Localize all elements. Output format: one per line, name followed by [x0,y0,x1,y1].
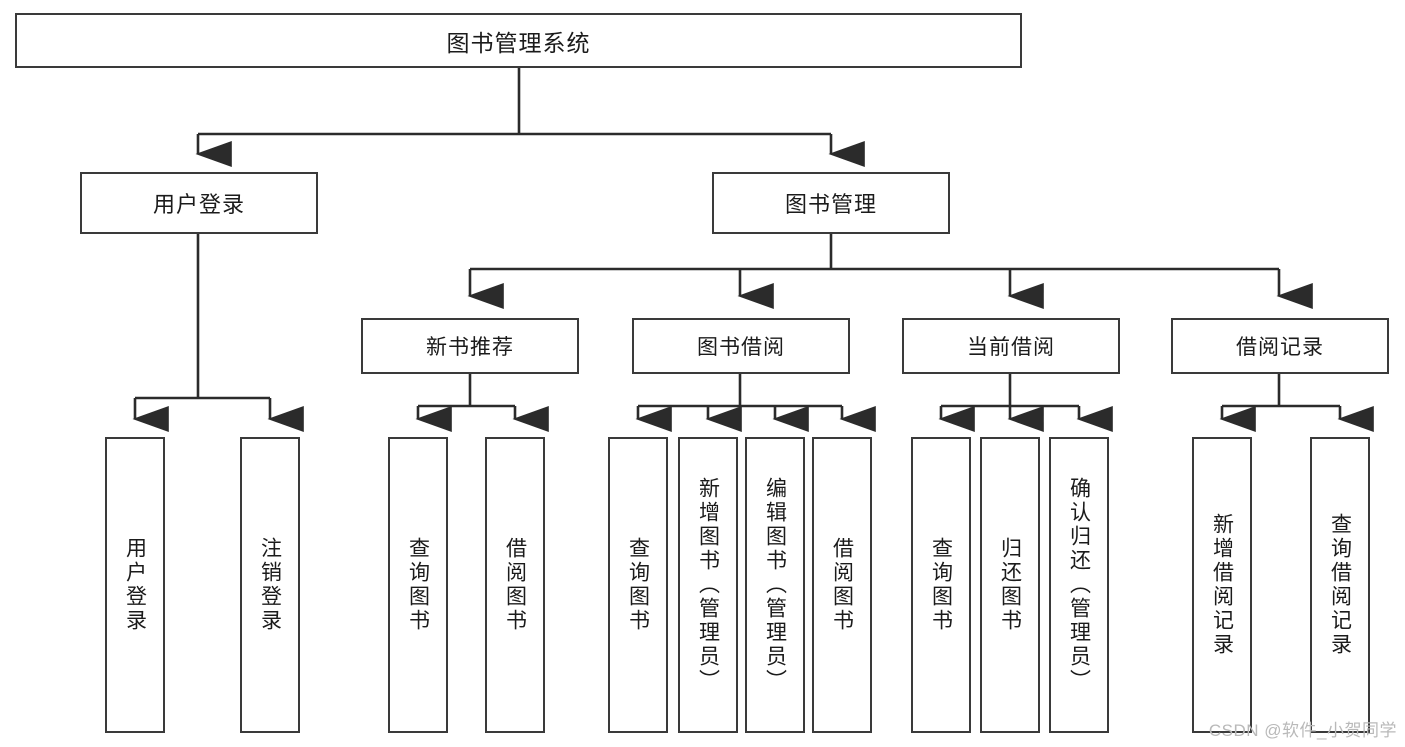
node-label: 查询图书 [406,537,430,633]
node-borrow-record[interactable]: 借阅记录 [1171,318,1389,374]
node-label: 借阅图书 [830,537,854,633]
node-label: 用户登录 [123,537,147,633]
node-label: 新书推荐 [426,336,514,359]
node-label: 编辑图书（管理员） [763,477,787,693]
leaf-borrow-add-book-admin[interactable]: 新增图书（管理员） [678,437,738,733]
node-label: 查询图书 [626,537,650,633]
node-current-borrow[interactable]: 当前借阅 [902,318,1120,374]
node-label: 查询借阅记录 [1328,513,1352,657]
leaf-record-query-record[interactable]: 查询借阅记录 [1310,437,1370,733]
node-label: 当前借阅 [967,336,1055,359]
leaf-current-query-book[interactable]: 查询图书 [911,437,971,733]
leaf-borrow-query-book[interactable]: 查询图书 [608,437,668,733]
node-root-system[interactable]: 图书管理系统 [15,13,1022,68]
node-user-login[interactable]: 用户登录 [80,172,318,234]
leaf-user-logout[interactable]: 注销登录 [240,437,300,733]
node-label: 新增借阅记录 [1210,513,1234,657]
node-book-borrow[interactable]: 图书借阅 [632,318,850,374]
leaf-recommend-query-book[interactable]: 查询图书 [388,437,448,733]
csdn-watermark: CSDN @软件_小贺同学 [1208,721,1397,740]
node-label: 注销登录 [258,537,282,633]
node-label: 借阅图书 [503,537,527,633]
node-label: 确认归还（管理员） [1067,477,1091,693]
leaf-record-add-record[interactable]: 新增借阅记录 [1192,437,1252,733]
node-label: 图书管理系统 [446,29,591,56]
leaf-borrow-edit-book-admin[interactable]: 编辑图书（管理员） [745,437,805,733]
node-label: 图书借阅 [697,336,785,359]
leaf-current-return-book[interactable]: 归还图书 [980,437,1040,733]
node-label: 新增图书（管理员） [696,477,720,693]
node-label: 借阅记录 [1236,336,1324,359]
leaf-borrow-borrow-book[interactable]: 借阅图书 [812,437,872,733]
node-new-book-recommend[interactable]: 新书推荐 [361,318,579,374]
node-book-management[interactable]: 图书管理 [712,172,950,234]
node-label: 用户登录 [152,192,245,217]
leaf-user-login[interactable]: 用户登录 [105,437,165,733]
leaf-current-confirm-return-admin[interactable]: 确认归还（管理员） [1049,437,1109,733]
node-label: 查询图书 [929,537,953,633]
node-label: 图书管理 [784,192,877,217]
node-label: 归还图书 [998,537,1022,633]
leaf-recommend-borrow-book[interactable]: 借阅图书 [485,437,545,733]
